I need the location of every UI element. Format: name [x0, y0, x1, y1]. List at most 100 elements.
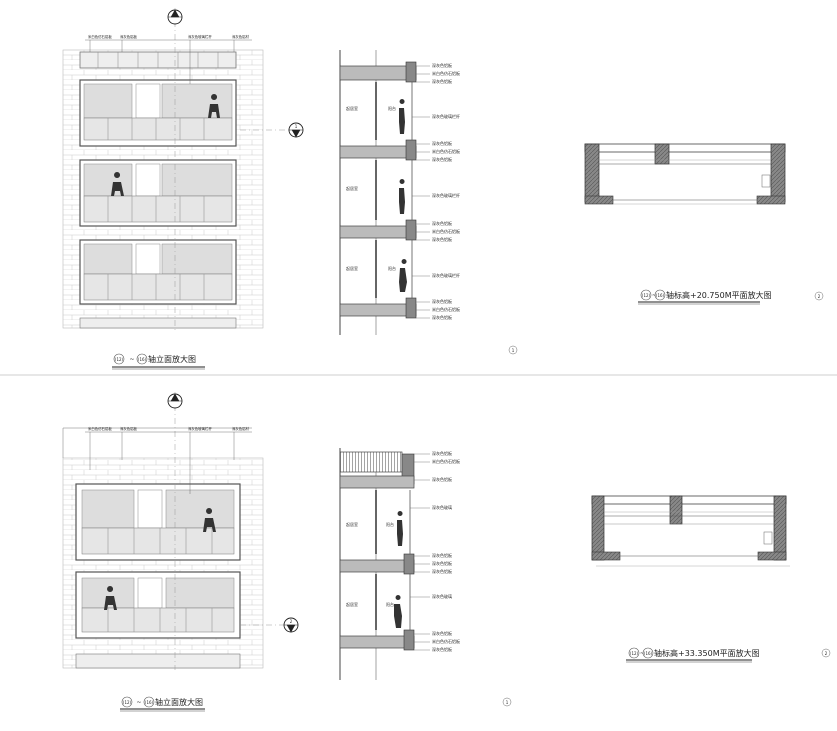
callout-text: 深灰色玻璃栏杆	[432, 272, 460, 278]
sheet-1: 1 1 1 米白色仿石铝板 深灰色铝板 深灰色玻璃栏杆 深灰色铝材	[62, 8, 824, 370]
room-label: 起居室	[346, 265, 358, 271]
person-silhouette	[111, 172, 124, 196]
plan-title: (12) ~ (16) 轴标高+33.350M平面放大图	[626, 647, 760, 663]
callout-text: 深灰色铝板	[432, 298, 452, 304]
plan-drawing: (12) ~ (16) 轴标高+20.750M平面放大图 2	[584, 143, 824, 305]
section-marker: 1 1	[288, 122, 304, 138]
plan-drawing: (12) ~ (16) 轴标高+33.350M平面放大图 2	[591, 495, 831, 663]
drawing-number: 1	[506, 700, 509, 705]
balcony-bay	[79, 159, 237, 227]
person-silhouette	[399, 179, 405, 214]
room-label: 起居室	[346, 105, 358, 111]
person-silhouette	[394, 595, 402, 628]
callout-text: 米白色仿石铝板	[88, 426, 112, 431]
callout-text: 米白色仿石铝板	[432, 638, 460, 644]
title-sep: ~	[129, 356, 134, 363]
title-axis-b: (16)	[644, 651, 653, 656]
grid-marker-label: 1	[173, 11, 176, 17]
room-label: 起居室	[346, 601, 358, 607]
callout-text: 米白色仿石铝板	[432, 228, 460, 234]
balcony-bay	[75, 483, 241, 561]
title-sep: ~	[136, 699, 141, 706]
person-silhouette	[104, 586, 117, 610]
callout-text: 深灰色铝板	[432, 156, 452, 162]
title-sep: ~	[652, 293, 656, 299]
callout-text: 深灰色铝材	[232, 426, 250, 431]
grid-marker: 1	[167, 9, 183, 25]
callout-text: 深灰色铝板	[120, 426, 138, 431]
elevation-drawing: 1 1 1 米白色仿石铝板 深灰色铝板 深灰色玻璃栏杆 深灰色铝材	[62, 8, 304, 370]
section-marker-label: 1	[295, 124, 298, 129]
room-label: 阳台	[388, 265, 396, 271]
person-silhouette	[397, 511, 403, 546]
title-axis-b: (16)	[656, 293, 665, 298]
section-marker-label: 2	[290, 619, 293, 624]
section-marker: 2 1	[283, 617, 299, 633]
person-silhouette	[399, 99, 405, 134]
title-axis-a: (12)	[630, 651, 639, 656]
callout-text: 深灰色铝板	[432, 314, 452, 320]
callout-text: 深灰色铝板	[432, 450, 452, 456]
section-ref-label: 1	[295, 132, 297, 136]
room-label: 阳台	[386, 601, 394, 607]
callout-text: 米白色仿石铝板	[88, 34, 112, 39]
callout-text: 深灰色铝板	[432, 236, 452, 242]
section-ref-label: 1	[290, 627, 292, 631]
grid-marker-label: 1	[173, 395, 176, 401]
person-silhouette	[203, 508, 216, 532]
plan-title: (12) ~ (16) 轴标高+20.750M平面放大图	[638, 289, 772, 305]
room-label: 阳台	[386, 521, 394, 527]
callout-text: 深灰色玻璃栏杆	[432, 192, 460, 198]
elevation-drawing: 1 2 1 米白色仿石铝板 深灰色铝板 深灰色玻璃栏杆 深灰色铝材	[62, 392, 299, 712]
person-silhouette	[399, 259, 407, 292]
callout-text: 深灰色铝板	[432, 560, 452, 566]
title-axis-b: (16)	[145, 700, 154, 705]
drawing-number: 2	[825, 651, 828, 656]
callout-text: 深灰色玻璃栏杆	[432, 113, 460, 119]
section-callouts	[410, 453, 430, 651]
callout-text: 米白色仿石铝板	[432, 306, 460, 312]
callout-text: 米白色仿石铝板	[432, 70, 460, 76]
room-label: 起居室	[346, 521, 358, 527]
title-axis-a: (12)	[642, 293, 651, 298]
balcony-bay	[79, 239, 237, 305]
section-drawing: 起居室 阳台 起居室 起居室 阳台 深灰色铝板 米白色仿石铝板 深灰色铝板 深灰…	[339, 50, 518, 355]
callout-text: 深灰色铝板	[432, 568, 452, 574]
drawing-title: 轴标高+20.750M平面放大图	[666, 290, 772, 300]
sheet-2: 1 2 1 米白色仿石铝板 深灰色铝板 深灰色玻璃栏杆 深灰色铝材	[62, 392, 831, 712]
callout-text: 深灰色玻璃	[432, 593, 452, 599]
callout-text: 深灰色铝板	[432, 140, 452, 146]
person-silhouette	[208, 94, 220, 118]
louver-parapet	[339, 451, 403, 473]
elevation-title: (12) ~ (16) 轴立面放大图	[112, 353, 205, 370]
callout-text: 深灰色铝板	[432, 78, 452, 84]
elevation-callouts: 米白色仿石铝板 深灰色铝板 深灰色玻璃栏杆 深灰色铝材	[85, 426, 252, 494]
callout-text: 深灰色铝板	[432, 630, 452, 636]
callout-text: 深灰色玻璃	[432, 504, 452, 510]
callout-text: 深灰色玻璃栏杆	[188, 426, 212, 431]
room-label: 起居室	[346, 185, 358, 191]
balcony-bay	[79, 79, 237, 147]
title-axis-a: (12)	[123, 700, 132, 705]
callout-text: 深灰色铝材	[232, 34, 250, 39]
callout-text: 深灰色铝板	[432, 476, 452, 482]
elevation-title: (12) ~ (16) 轴立面放大图	[120, 696, 205, 712]
grid-marker: 1	[167, 393, 183, 409]
section-drawing: 起居室 阳台 起居室 阳台 深灰色铝板 米白色仿石铝板 深灰色铝板 深灰色玻璃 …	[339, 448, 512, 707]
drawing-number: 2	[818, 294, 821, 299]
title-sep: ~	[640, 651, 644, 657]
drawing-title: 轴立面放大图	[155, 697, 203, 707]
section-callouts	[412, 65, 430, 319]
callout-text: 米白色仿石铝板	[432, 458, 460, 464]
title-axis-b: (16)	[138, 357, 147, 362]
callout-text: 深灰色铝板	[432, 220, 452, 226]
elevation-callouts: 米白色仿石铝板 深灰色铝板 深灰色玻璃栏杆 深灰色铝材	[85, 34, 252, 84]
drawing-number: 1	[512, 348, 515, 353]
drawing-title: 轴立面放大图	[148, 354, 196, 364]
callout-text: 深灰色铝板	[432, 62, 452, 68]
callout-text: 深灰色玻璃栏杆	[188, 34, 212, 39]
balcony-bay	[75, 571, 241, 639]
callout-text: 米白色仿石铝板	[432, 148, 460, 154]
room-label: 阳台	[388, 105, 396, 111]
